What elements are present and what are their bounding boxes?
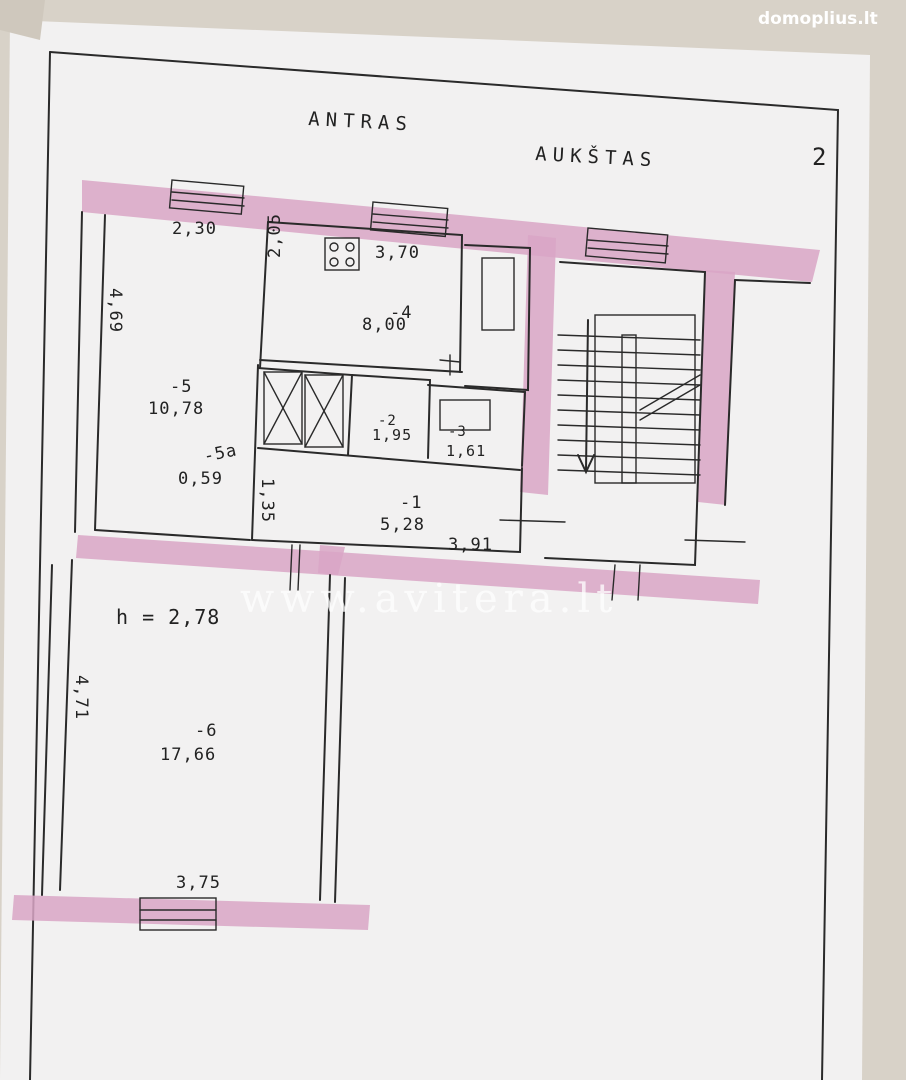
dim-room4-width: 3,70	[375, 243, 420, 263]
room-6-area: 17,66	[160, 745, 216, 765]
room-4-label: -4	[390, 303, 412, 323]
center-watermark: www.avitera.lt	[240, 576, 618, 622]
paper-corner-shadow	[0, 0, 45, 40]
windows	[139, 179, 669, 931]
dim-room1-width: 3,91	[448, 535, 493, 555]
dim-room5-height: 4,69	[105, 288, 125, 333]
room-1-area: 5,28	[380, 515, 425, 535]
dim-room6-height: 4,71	[71, 675, 91, 720]
dim-room4-height: 2,05	[265, 213, 285, 258]
room-4-area: 8,00	[362, 315, 407, 335]
room-2-label: -2	[378, 413, 397, 429]
room-3-area: 1,61	[446, 442, 486, 460]
dim-room1-height: 1,35	[257, 478, 277, 523]
ceiling-height: h = 2,78	[116, 605, 220, 629]
room-5-area: 10,78	[148, 399, 204, 419]
room-5-label: -5	[170, 377, 192, 397]
dim-room5-width: 2,30	[172, 219, 217, 239]
room-6-label: -6	[195, 721, 217, 741]
brand-watermark: domoplius.lt	[758, 9, 878, 29]
room-1-label: -1	[400, 493, 422, 513]
dim-room6-width: 3,75	[176, 873, 221, 893]
title-word-1: ANTRAS	[308, 108, 414, 135]
exterior-walls	[12, 180, 820, 930]
staircase	[557, 314, 701, 484]
frame-border	[49, 51, 840, 1080]
room-3-label: -3	[448, 424, 467, 440]
door-marks	[289, 354, 746, 601]
interior-walls	[41, 211, 811, 903]
room-2-area: 1,95	[372, 426, 412, 444]
paper-sheet	[0, 20, 870, 1080]
kitchen-stove	[324, 237, 360, 271]
page-number: 2	[812, 143, 827, 171]
room-5a-area: 0,59	[178, 469, 223, 489]
